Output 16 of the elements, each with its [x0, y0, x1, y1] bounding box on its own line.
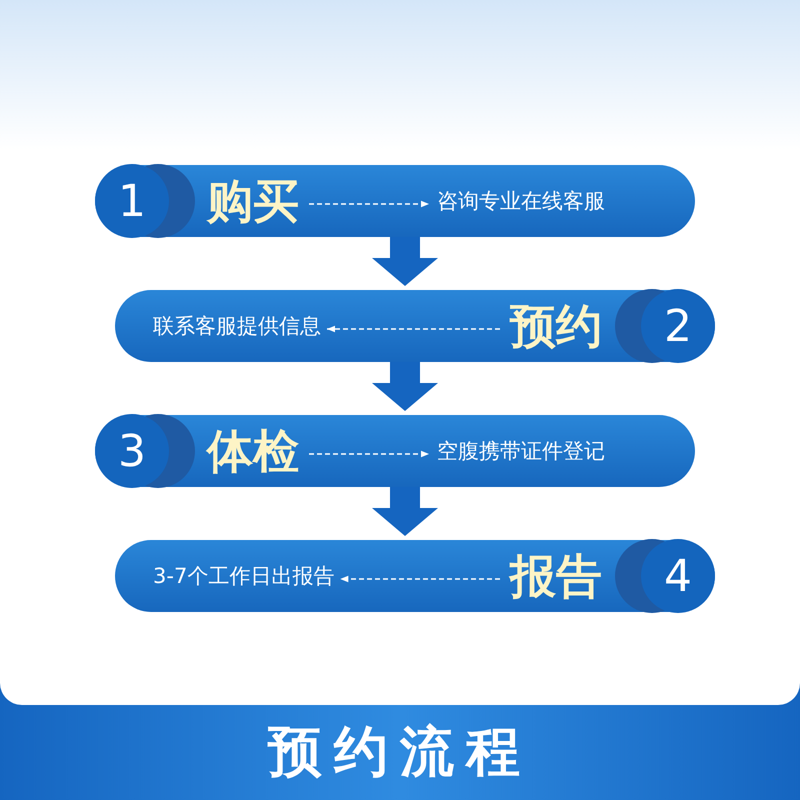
- page-title: 预约流程: [266, 719, 533, 785]
- down-arrow: [372, 237, 438, 286]
- step-description: 联系客服提供信息: [153, 312, 321, 340]
- down-arrow: [372, 487, 438, 536]
- step-title: 购买: [207, 173, 299, 229]
- dashed-arrow: [309, 200, 429, 208]
- step-description: 3-7个工作日出报告: [153, 562, 334, 590]
- step-title: 体检: [207, 423, 299, 479]
- step-title: 预约: [510, 298, 602, 354]
- dashed-arrow: [309, 450, 429, 458]
- dashed-arrow: [340, 576, 500, 582]
- step-description: 空腹携带证件登记: [437, 437, 605, 465]
- dashed-arrow: [327, 326, 500, 332]
- down-arrow: [372, 362, 438, 411]
- step-title: 报告: [510, 548, 602, 604]
- step-description: 咨询专业在线客服: [437, 187, 605, 215]
